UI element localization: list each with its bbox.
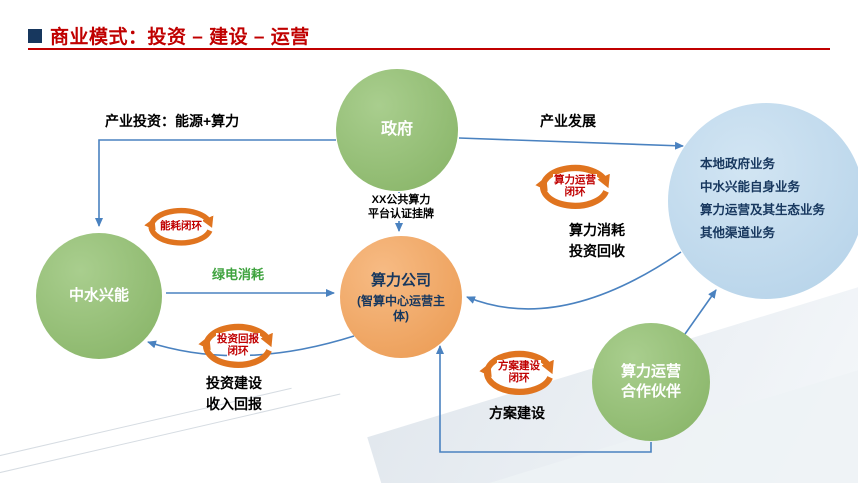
loop-invest-return: 投资回报 闭环 [196,318,280,372]
node-government-label: 政府 [380,121,413,138]
label-compute-consume-line2: 投资回收 [569,243,625,259]
business-item: 其他渠道业务 [700,226,776,240]
label-platform-cert-line2: 平台认证挂牌 [366,207,436,221]
node-government: 政府 [336,69,458,191]
node-computing-company-sublabel: (智算中心运营主体) [357,293,445,323]
business-item: 本地政府业务 [700,157,776,171]
loop-compute-ops-line1: 算力运营 [553,173,597,186]
node-partner-label-line2: 合作伙伴 [620,383,681,400]
arrow-industry-investment [95,139,336,227]
label-solution-build: 方案建设 [489,405,545,421]
label-invest-build-line1: 投资建设 [206,375,262,391]
arrow-industry-development [458,137,684,150]
node-zhongshui: 中水兴能 [36,233,162,359]
loop-invest-return-line2: 闭环 [226,345,250,358]
label-compute-consume-line1: 算力消耗 [569,222,625,238]
loop-solution-line2: 闭环 [507,372,531,385]
node-zhongshui-label: 中水兴能 [68,287,129,304]
label-industry-investment: 产业投资：能源+算力 [105,113,240,129]
label-green-power: 绿电消耗 [212,267,265,282]
cycle-arrows-icon [535,164,610,209]
label-industry-development: 产业发展 [540,113,596,129]
page-title-row: 商业模式：投资 – 建设 – 运营 [28,22,310,49]
loop-invest-return-text: 投资回报 闭环 [196,318,280,372]
business-list: 本地政府业务 中水兴能自身业务 算力运营及其生态业务 其他渠道业务 [700,153,825,245]
loop-compute-ops-line2: 闭环 [563,186,587,199]
arrow-solution-build [436,345,652,453]
business-item: 中水兴能自身业务 [700,180,801,194]
cycle-arrows-icon [198,323,273,368]
loop-compute-ops: 算力运营 闭环 [533,159,617,213]
title-bullet-icon [28,28,42,43]
label-platform-cert: XX公共算力 平台认证挂牌 [341,193,461,221]
node-computing-company: 算力公司 (智算中心运营主体) [340,236,462,358]
loop-invest-return-line1: 投资回报 [216,332,260,345]
loop-compute-ops-text: 算力运营 闭环 [533,159,617,213]
node-business-circle: 本地政府业务 中水兴能自身业务 算力运营及其生态业务 其他渠道业务 [668,103,858,299]
label-invest-build: 投资建设 收入回报 [206,373,262,415]
title-underline [28,48,830,50]
arrow-partner-business [684,289,717,335]
loop-solution-text: 方案建设 闭环 [477,345,561,399]
loop-energy-text: 能耗闭环 [142,203,220,249]
loop-solution-line1: 方案建设 [497,359,541,372]
loop-energy-line1: 能耗闭环 [159,219,203,233]
page-title: 商业模式：投资 – 建设 – 运营 [50,27,310,48]
label-invest-build-line2: 收入回报 [206,396,262,412]
loop-energy: 能耗闭环 [142,203,220,249]
label-compute-consume: 算力消耗 投资回收 [569,220,625,262]
node-computing-company-label: 算力公司 [370,271,431,289]
node-partner-label-line1: 算力运营 [620,363,681,380]
node-partner: 算力运营 合作伙伴 [592,323,710,441]
business-item: 算力运营及其生态业务 [700,203,826,217]
label-platform-cert-line1: XX公共算力 [369,193,433,207]
cycle-arrows-icon [144,207,214,246]
cycle-arrows-icon [479,350,554,395]
loop-solution: 方案建设 闭环 [477,345,561,399]
arrow-compute-consume [466,251,682,310]
